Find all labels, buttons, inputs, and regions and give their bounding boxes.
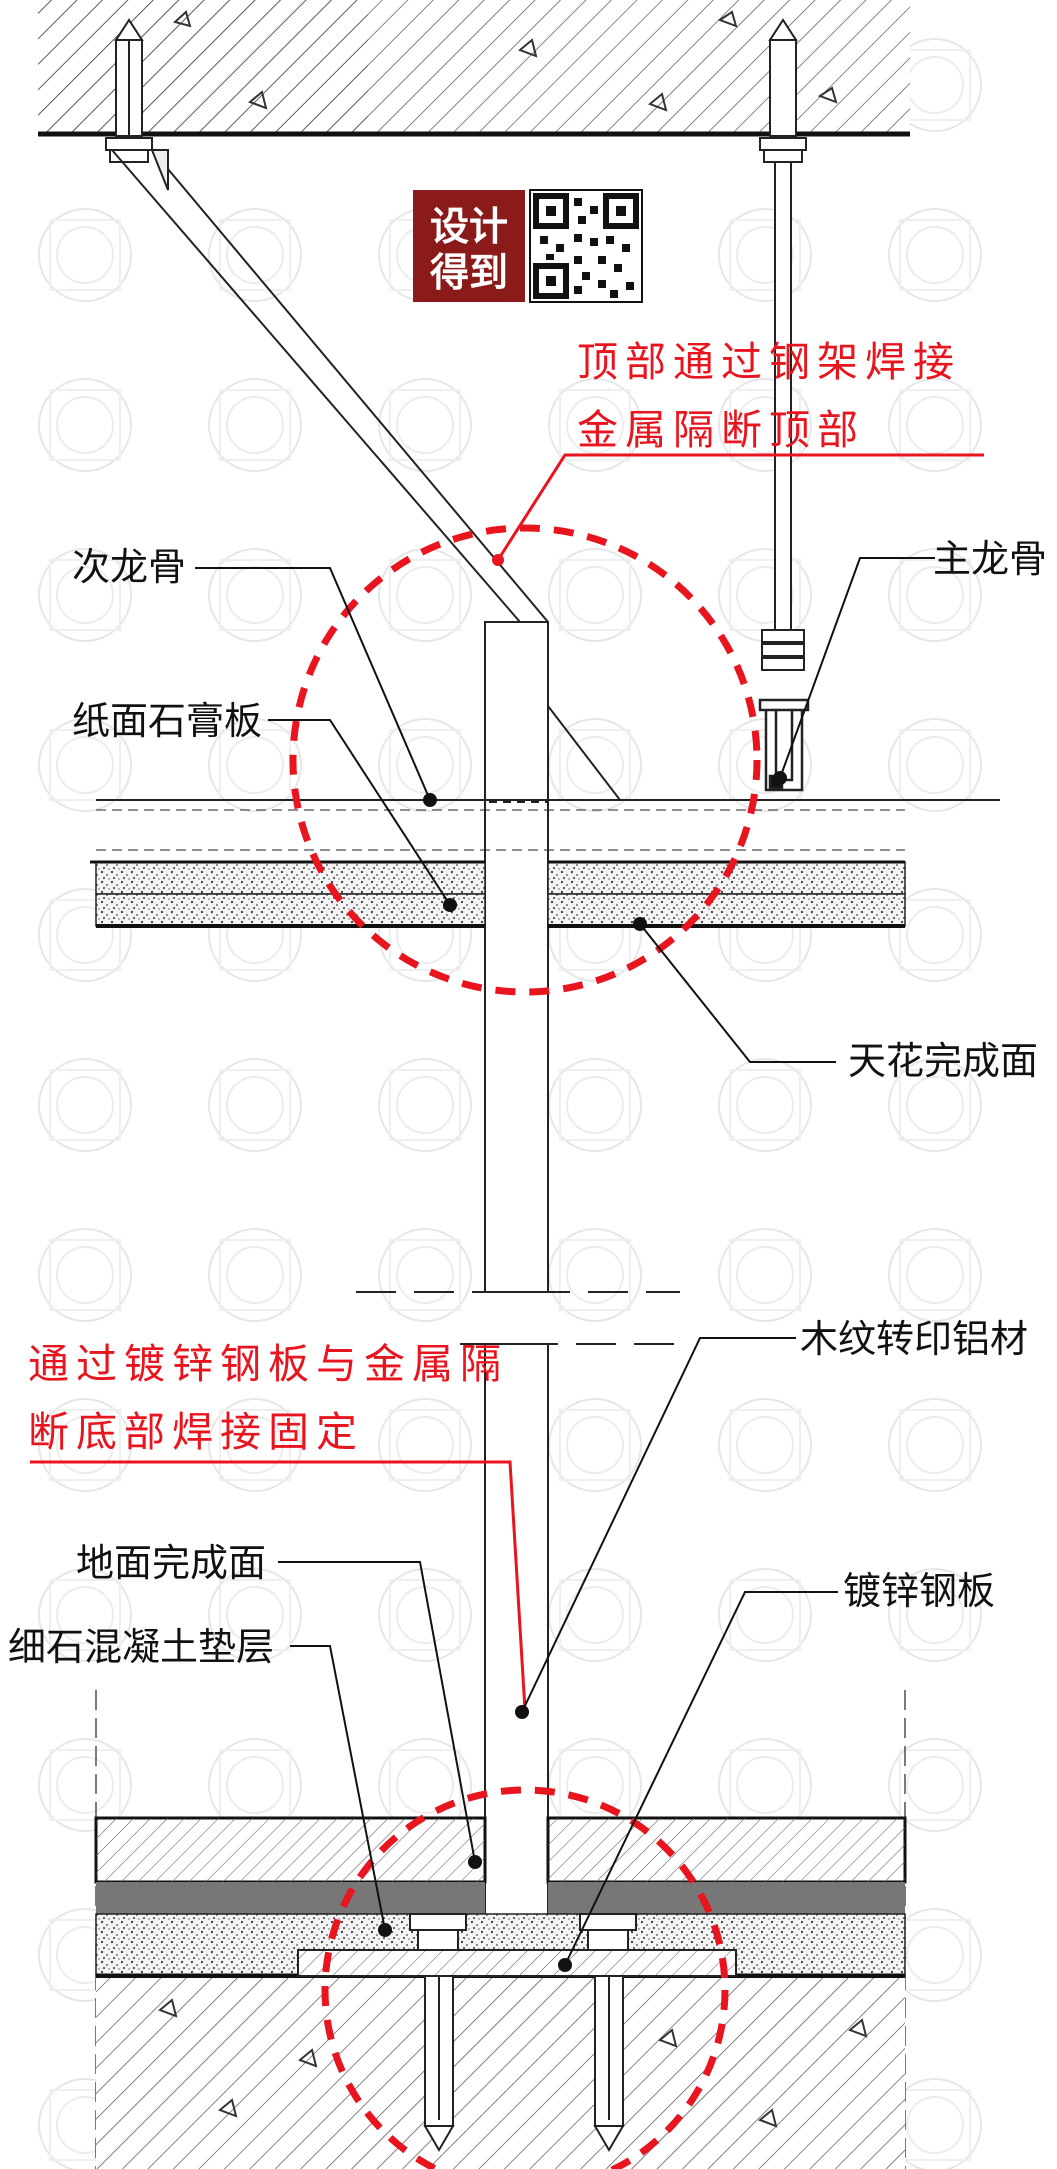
- ceiling-slab: [38, 0, 910, 137]
- top-detail-circle: [289, 524, 761, 996]
- bottom-note-line2: 断底部焊接固定: [28, 1408, 364, 1456]
- black-leaders: [195, 557, 935, 1966]
- label-wood-grain-aluminum: 木纹转印铝材: [800, 1317, 1028, 1361]
- diagonal-steel-brace: [111, 149, 621, 801]
- partition-lower: [484, 1343, 549, 1955]
- label-secondary-keel: 次龙骨: [72, 545, 186, 589]
- ceiling-layers: [90, 799, 1000, 928]
- label-gypsum-board: 纸面石膏板: [72, 699, 262, 743]
- top-note-line2: 金属隔断顶部: [577, 406, 865, 454]
- floor-layers: [94, 1690, 907, 2169]
- partition-upper: [484, 621, 549, 1293]
- label-main-keel: 主龙骨: [933, 537, 1047, 581]
- hanger-rod: [761, 161, 805, 671]
- top-note-line1: 顶部通过钢架焊接: [577, 338, 961, 386]
- logo-text-line2: 得到: [430, 251, 508, 296]
- red-leaders: [30, 453, 984, 1711]
- base-plate-assembly: [297, 1913, 737, 2152]
- logo-background: [413, 190, 525, 302]
- slab-anchor-bolt-right: [759, 18, 807, 163]
- leader-dots: [378, 771, 787, 1972]
- bottom-note-line1: 通过镀锌钢板与金属隔: [28, 1340, 508, 1388]
- label-galvanized-plate: 镀锌钢板: [843, 1569, 995, 1613]
- logo: 设计 得到: [413, 189, 643, 303]
- label-concrete-layer: 细石混凝土垫层: [8, 1625, 274, 1669]
- top-leader-dot: [492, 554, 504, 566]
- qr-code-icon: [529, 189, 643, 303]
- label-ceiling-finish: 天花完成面: [848, 1039, 1038, 1083]
- label-floor-finish: 地面完成面: [76, 1541, 266, 1585]
- logo-text-line1: 设计: [430, 205, 508, 250]
- bottom-detail-circle: [321, 1786, 729, 2169]
